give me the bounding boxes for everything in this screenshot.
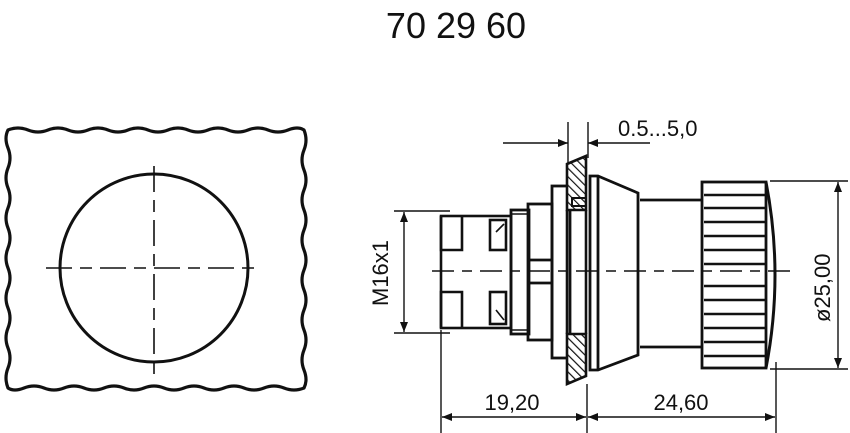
dim-label-rear-length: 19,20 [484, 390, 539, 415]
part-number-title: 70 29 60 [386, 5, 526, 46]
panel-outline [4, 126, 308, 392]
contact-block [439, 214, 513, 330]
dim-label-diameter: ø25,00 [810, 254, 835, 323]
dimensions: 0.5...5,0 M16x1 ø25,00 19,20 24 [368, 116, 848, 433]
knurled-cap [700, 180, 777, 370]
dim-diameter [770, 180, 848, 370]
dim-panel-thickness [503, 122, 650, 164]
button-neck [640, 198, 702, 349]
dim-label-panel-thickness: 0.5...5,0 [618, 116, 698, 141]
dim-label-thread: M16x1 [368, 240, 393, 306]
dim-label-front-length: 24,60 [653, 390, 708, 415]
dim-thread [394, 210, 450, 334]
front-view [4, 126, 308, 392]
threaded-body [509, 184, 572, 360]
front-bezel [588, 174, 640, 372]
side-view [432, 154, 790, 386]
dim-lengths [440, 330, 777, 433]
panel-section [565, 154, 588, 386]
